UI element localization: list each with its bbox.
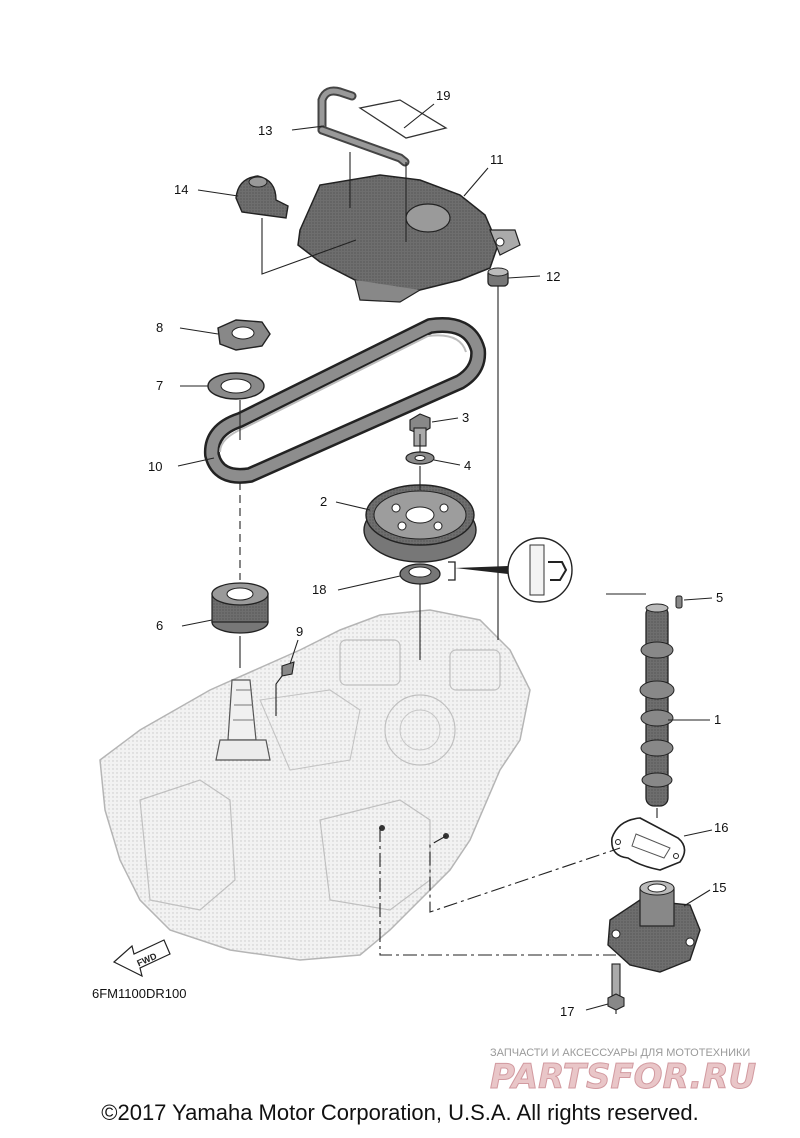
callout-13: 13 (258, 123, 272, 138)
callout-1: 1 (714, 712, 721, 727)
callout-19: 19 (436, 88, 450, 103)
callout-9: 9 (296, 624, 303, 639)
callout-10: 10 (148, 459, 162, 474)
part-1-camshaft (639, 603, 675, 807)
callout-5: 5 (716, 590, 723, 605)
part-15-cam-housing (607, 880, 701, 973)
part-11-flywheel-cover (297, 174, 521, 303)
callout-7: 7 (156, 378, 163, 393)
copyright-notice: ©2017 Yamaha Motor Corporation, U.S.A. A… (101, 1100, 699, 1125)
callout-3: 3 (462, 410, 469, 425)
part-2-driven-pulley (363, 484, 477, 563)
part-18-oil-seal (399, 563, 441, 585)
callout-11: 11 (490, 152, 504, 167)
callout-numbers: 1 2 3 4 5 6 7 8 9 10 11 12 13 14 15 16 1… (148, 88, 728, 1019)
part-8-nut (217, 319, 271, 351)
callout-14: 14 (174, 182, 188, 197)
callout-16: 16 (714, 820, 728, 835)
seal-detail-inset (448, 537, 573, 603)
fwd-arrow: FWD (112, 939, 171, 978)
part-16-gasket (611, 817, 686, 871)
part-7-washer (207, 372, 265, 400)
part-4-washer (405, 451, 435, 465)
leader-lines (177, 103, 713, 1011)
part-14-grommet (235, 175, 289, 219)
part-5-pin (675, 595, 683, 609)
part-6-drive-pulley (211, 582, 269, 634)
engine-block (99, 609, 531, 961)
callout-17: 17 (560, 1004, 574, 1019)
callout-15: 15 (712, 880, 726, 895)
callout-8: 8 (156, 320, 163, 335)
callout-2: 2 (320, 494, 327, 509)
callout-4: 4 (464, 458, 471, 473)
watermark-brand: PARTSFOR.RU (490, 1057, 756, 1097)
watermark: ЗАПЧАСТИ И АКСЕССУАРЫ ДЛЯ МОТОТЕХНИКИ PA… (490, 1047, 757, 1098)
assembly-lines (239, 152, 658, 1014)
part-12-collar (487, 267, 509, 287)
part-13-hose (317, 86, 410, 167)
diagram-code: 6FM1100DR100 (92, 986, 186, 1001)
part-17-bolt (607, 963, 625, 1011)
watermark-caption: ЗАПЧАСТИ И АКСЕССУАРЫ ДЛЯ МОТОТЕХНИКИ (490, 1047, 750, 1059)
callout-18: 18 (312, 582, 326, 597)
part-19-label (358, 99, 448, 139)
callout-12: 12 (546, 269, 560, 284)
part-10-timing-belt (203, 317, 487, 484)
crankshaft-end (215, 679, 271, 761)
callout-6: 6 (156, 618, 163, 633)
